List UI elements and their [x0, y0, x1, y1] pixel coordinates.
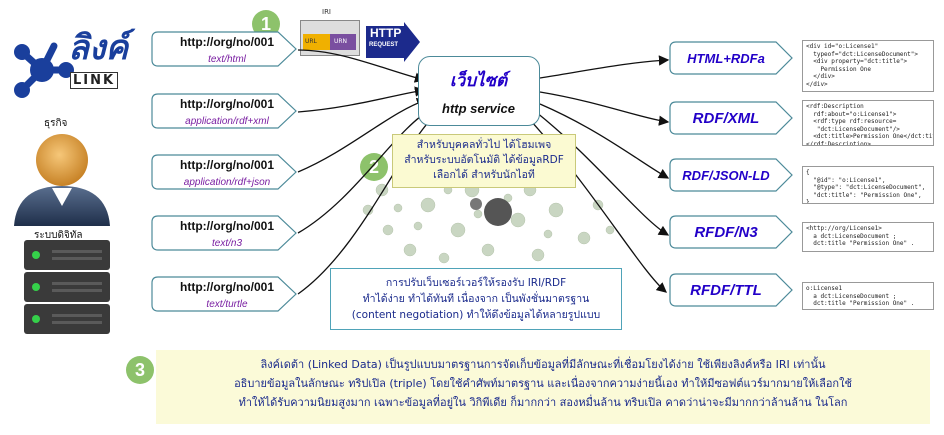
note-bottom-line-1: ลิงค์เดต้า (Linked Data) เป็นรูปแบบมาตรฐ…	[260, 358, 826, 371]
note-top: สำหรับบุคคลทั่วไป ได้โฮมเพจ สำหรับระบบอั…	[392, 134, 576, 188]
note-middle-line-1: การปรับเว็บเซอร์เวอร์ให้รองรับ IRI/RDF	[385, 277, 567, 289]
linklogo: ลิงค์ LINK	[8, 20, 148, 115]
request-1-type: text/html	[208, 54, 246, 65]
note-middle-line-2: ทำได้ง่าย ทำได้ทันที เนื่องจาก เป็นพังชั…	[362, 293, 590, 305]
note-top-line-1: สำหรับบุคคลทั่วไป ได้โฮมเพจ	[416, 139, 552, 151]
step-3-badge: 3	[126, 356, 154, 384]
server-rack-icon	[24, 240, 110, 334]
http-request-label-1: HTTP	[370, 26, 402, 40]
note-middle-line-3: (content negotiation) ทำให้ดึงข้อมูลได้ห…	[351, 309, 601, 321]
logo-title: ลิงค์	[68, 28, 129, 68]
step-2-badge: 2	[360, 153, 388, 181]
request-shapes	[151, 31, 297, 312]
iri-url-label: URL	[305, 38, 317, 45]
request-4-url: http://org/no/001	[180, 219, 274, 233]
code-snippet-rdf-xml: <rdf:Description rdf:about="o:License1">…	[802, 100, 934, 146]
network-logo-icon	[14, 42, 74, 98]
request-3: http://org/no/001 application/rdf+json	[155, 155, 288, 192]
http-request-label-2: REQUEST	[369, 42, 399, 48]
iri-urn-label: URN	[334, 38, 348, 45]
server-label: ระบบดิจิทัล	[34, 230, 83, 241]
request-3-type: application/rdf+json	[183, 177, 271, 188]
output-2-label: RDF/XML	[692, 110, 760, 127]
request-2-url: http://org/no/001	[180, 97, 274, 111]
request-5-type: text/turtle	[206, 299, 248, 310]
output-4: RFDF/N3	[672, 216, 780, 250]
note-bottom: ลิงค์เดต้า (Linked Data) เป็นรูปแบบมาตรฐ…	[156, 350, 930, 424]
request-1-url: http://org/no/001	[180, 35, 274, 49]
request-5-url: http://org/no/001	[180, 280, 274, 294]
output-5: RFDF/TTL	[672, 274, 780, 308]
code-snippet-ttl: o:License1 a dct:LicenseDocument ; dct:t…	[802, 282, 934, 310]
request-3-url: http://org/no/001	[180, 158, 274, 172]
request-1: http://org/no/001 text/html	[155, 32, 288, 69]
output-4-label: RFDF/N3	[694, 224, 758, 241]
web-service-box: เว็บไซต์ http service	[418, 56, 540, 126]
service-title: เว็บไซต์	[449, 71, 508, 91]
note-top-line-2: สำหรับระบบอัตโนมัติ ได้ข้อมูลRDF	[404, 154, 564, 166]
output-3-label: RDF/JSON-LD	[682, 168, 770, 183]
output-5-label: RFDF/TTL	[690, 282, 762, 299]
iri-url-box	[303, 34, 331, 50]
note-middle: การปรับเว็บเซอร์เวอร์ให้รองรับ IRI/RDF ท…	[330, 268, 622, 330]
http-request-arrow	[366, 22, 420, 62]
output-1: HTML+RDFa	[672, 42, 780, 76]
output-2: RDF/XML	[672, 102, 780, 136]
code-snippet-html-rdfa: <div id="o:License1" typeof="dct:License…	[802, 40, 934, 92]
request-4: http://org/no/001 text/n3	[155, 216, 288, 253]
code-snippet-json-ld: { "@id": "o:License1", "@type": "dct:Lic…	[802, 166, 934, 204]
request-2-type: application/rdf+xml	[185, 116, 269, 127]
output-3: RDF/JSON-LD	[672, 159, 780, 193]
person-label: ธุรกิจ	[44, 118, 68, 129]
request-2: http://org/no/001 application/rdf+xml	[155, 94, 288, 131]
output-1-label: HTML+RDFa	[687, 51, 765, 66]
request-5: http://org/no/001 text/turtle	[155, 277, 288, 314]
iri-urn-box	[330, 34, 356, 50]
service-subtitle: http service	[442, 101, 515, 116]
request-4-type: text/n3	[211, 238, 243, 249]
note-top-line-3: เลือกได้ สำหรับนักไอที	[433, 169, 535, 181]
iri-title: IRI	[322, 8, 331, 16]
note-bottom-line-3: ทำให้ได้รับความนิยมสูงมาก เฉพาะข้อมูลที่…	[238, 396, 848, 409]
code-snippet-n3: <http://org/License1> a dct:LicenseDocum…	[802, 222, 934, 252]
business-person-icon	[14, 134, 110, 226]
note-bottom-line-2: อธิบายข้อมูลในลักษณะ ทริปเปิล (triple) โ…	[234, 377, 852, 390]
logo-wordmark: LINK	[70, 72, 119, 89]
output-shapes	[669, 41, 793, 307]
